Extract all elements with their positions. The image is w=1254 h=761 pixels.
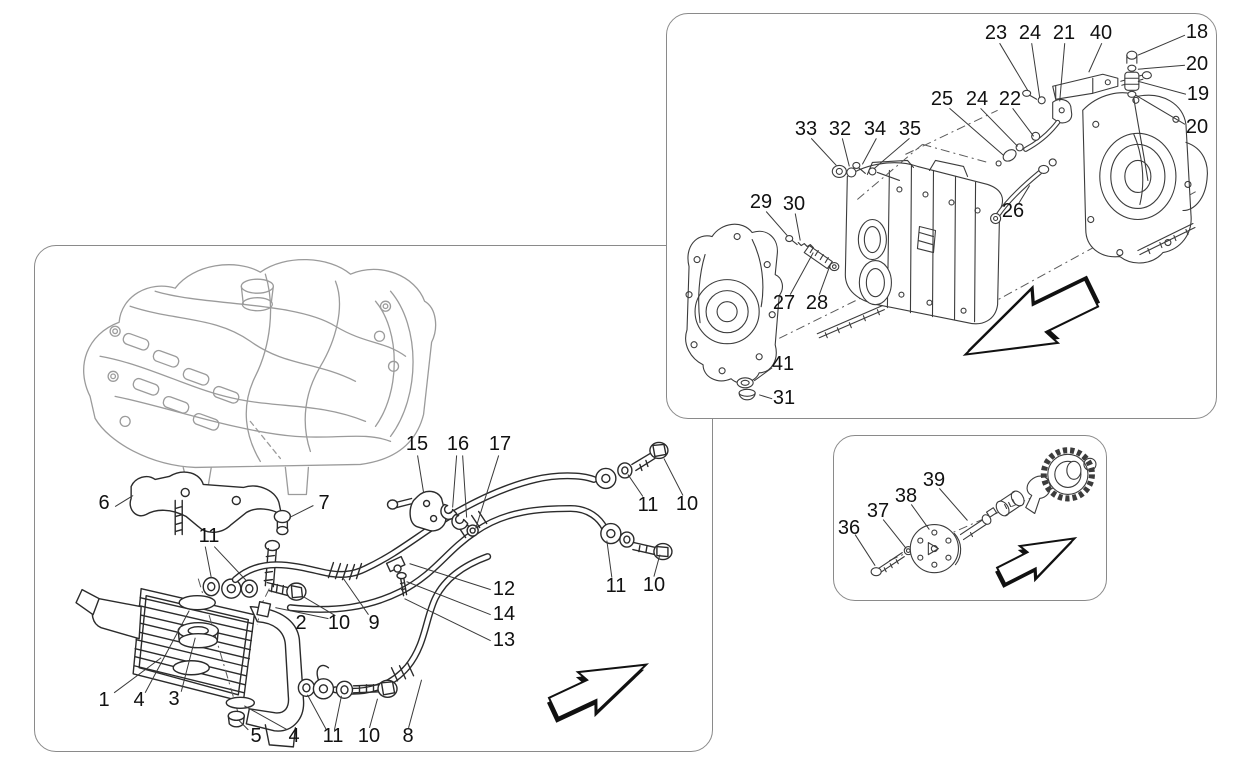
clutch-housing xyxy=(685,223,783,384)
part-number-label-6: 6 xyxy=(98,492,110,514)
part-number-label-14: 14 xyxy=(492,603,516,625)
part-number-label-19: 19 xyxy=(1186,83,1210,105)
leader-lines xyxy=(753,34,1187,400)
pipe-clips xyxy=(995,89,1073,167)
part-number-label-11: 11 xyxy=(637,494,659,516)
part-number-label-3: 3 xyxy=(168,688,180,710)
part-number-label-4: 4 xyxy=(133,689,145,711)
part-number-label-8: 8 xyxy=(402,725,414,747)
drive-gear xyxy=(1040,447,1097,502)
part-number-label-27: 27 xyxy=(772,292,796,314)
part-number-label-12: 12 xyxy=(492,578,516,600)
part-number-label-16: 16 xyxy=(446,433,470,455)
part-number-label-11: 11 xyxy=(605,575,627,597)
direction-arrow-up-right xyxy=(546,663,650,723)
part-number-label-25: 25 xyxy=(930,88,954,110)
pump-screw xyxy=(870,552,905,577)
pump-body xyxy=(909,523,962,574)
oil-cooler-core xyxy=(75,578,305,748)
direction-arrow-up-right xyxy=(995,537,1078,588)
gearbox-panel: 23 24 21 40 18 20 19 20 25 24 22 33 32 34 35 29 30 26 27 28… xyxy=(666,13,1217,419)
engine-illustration xyxy=(83,258,437,496)
part-number-label-36: 36 xyxy=(837,517,861,539)
part-number-label-23: 23 xyxy=(984,22,1008,44)
part-number-label-20: 20 xyxy=(1185,53,1209,75)
drain-plug xyxy=(736,377,756,401)
part-number-label-7: 7 xyxy=(318,492,330,514)
part-number-label-26: 26 xyxy=(1001,200,1025,222)
cooler-bracket xyxy=(129,471,292,536)
pump-shaft xyxy=(959,507,998,541)
part-number-label-35: 35 xyxy=(898,118,922,140)
part-number-label-9: 9 xyxy=(368,612,380,634)
part-number-label-22: 22 xyxy=(998,88,1022,110)
part-number-label-34: 34 xyxy=(863,118,887,140)
part-number-label-4: 4 xyxy=(288,725,300,747)
part-number-label-28: 28 xyxy=(805,292,829,314)
oil-cooler-drawing xyxy=(75,258,684,748)
leader-lines xyxy=(113,455,684,731)
part-number-label-24: 24 xyxy=(965,88,989,110)
part-number-label-21: 21 xyxy=(1052,22,1076,44)
part-number-label-40: 40 xyxy=(1089,22,1113,44)
stud-bolts xyxy=(816,222,1196,339)
part-number-label-31: 31 xyxy=(772,387,796,409)
pipe-bracket-and-clips xyxy=(386,490,479,537)
part-number-label-10: 10 xyxy=(675,493,699,515)
part-number-label-38: 38 xyxy=(894,485,918,507)
part-number-label-11: 11 xyxy=(198,525,220,547)
part-number-label-10: 10 xyxy=(357,725,381,747)
oil-pipe-26 xyxy=(990,158,1057,225)
part-number-label-15: 15 xyxy=(405,433,429,455)
direction-arrow-down-left xyxy=(962,275,1101,356)
part-number-label-30: 30 xyxy=(782,193,806,215)
part-number-label-18: 18 xyxy=(1185,21,1209,43)
part-number-label-33: 33 xyxy=(794,118,818,140)
part-number-label-39: 39 xyxy=(922,469,946,491)
leader-lines xyxy=(854,488,968,566)
part-number-label-11: 11 xyxy=(322,725,344,747)
part-number-label-32: 32 xyxy=(828,118,852,140)
gearbox-drawing xyxy=(685,34,1208,401)
part-number-label-37: 37 xyxy=(866,500,890,522)
part-number-label-13: 13 xyxy=(492,629,516,651)
part-number-label-2: 2 xyxy=(295,612,307,634)
breather-union xyxy=(831,161,900,181)
pressure-valve xyxy=(785,234,840,272)
part-number-label-20: 20 xyxy=(1185,116,1209,138)
part-number-label-1: 1 xyxy=(98,689,110,711)
part-number-label-5: 5 xyxy=(250,725,262,747)
gearbox-main-case xyxy=(844,143,1003,325)
part-number-label-41: 41 xyxy=(771,353,795,375)
oil-pump-drawing xyxy=(854,447,1097,588)
part-number-label-10: 10 xyxy=(327,612,351,634)
coupling-bushing xyxy=(995,490,1025,517)
part-number-label-10: 10 xyxy=(642,574,666,596)
part-number-label-24: 24 xyxy=(1018,22,1042,44)
cooler-fasteners xyxy=(202,539,307,625)
part-number-label-17: 17 xyxy=(488,433,512,455)
part-number-label-29: 29 xyxy=(749,191,773,213)
